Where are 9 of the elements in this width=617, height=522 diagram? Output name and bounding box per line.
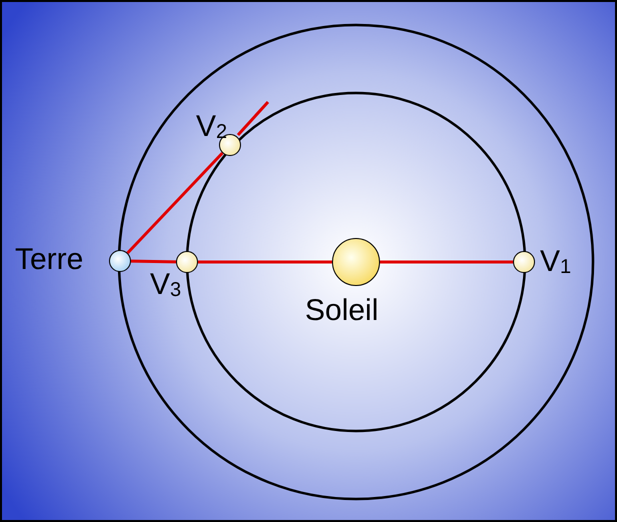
planet-label: V$_{2}$ [196, 110, 228, 145]
planet-label: V$_{1}$ [540, 245, 572, 280]
sight-line [130, 260, 176, 264]
sight-line [380, 260, 513, 264]
sight-line [198, 260, 332, 264]
planet-label: V$_{3}$ [150, 268, 182, 303]
planet-label: Terre [15, 243, 84, 277]
sight-line [126, 152, 224, 254]
planet-label: Soleil [305, 294, 378, 328]
